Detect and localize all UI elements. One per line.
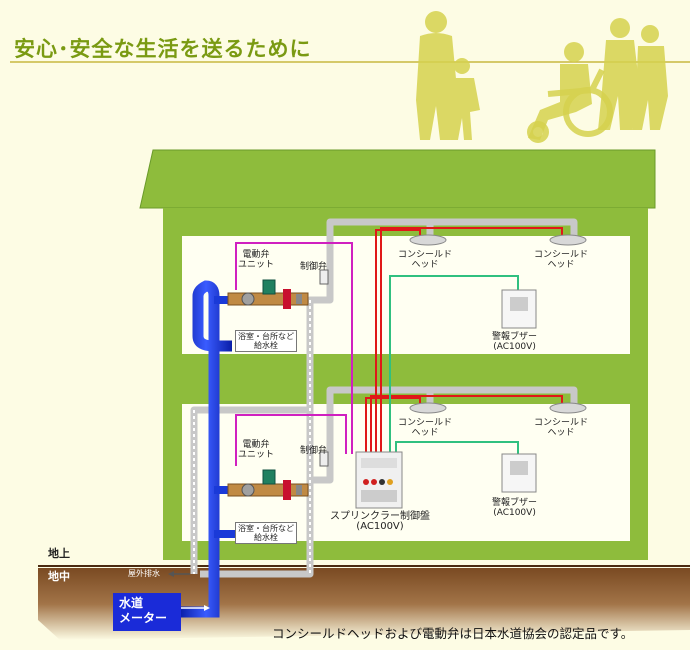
upper-head-right-label: コンシールドヘッド [534, 250, 589, 270]
below-ground-label: 地中 [48, 570, 70, 583]
upper-control-valve-icon [319, 269, 329, 285]
water-supply-pipe [180, 280, 232, 618]
earth-layer [38, 568, 690, 640]
green-wiring [389, 275, 519, 454]
upper-faucet-label: 浴室・台所など給水栓 [235, 330, 297, 352]
above-ground-label: 地上 [48, 547, 70, 560]
certification-note: コンシールドヘッドおよび電動弁は日本水道協会の認定品です。 [272, 626, 634, 641]
drain-pipes [190, 218, 578, 578]
lower-buzzer-label: 警報ブザー(AC100V) [492, 498, 538, 518]
wheelchair-icon [527, 68, 613, 143]
lower-valve-unit-icon [227, 469, 309, 500]
drain-pipes-highlight [193, 300, 311, 574]
magenta-wiring [235, 242, 353, 466]
lower-control-valve-label: 制御弁 [300, 446, 328, 456]
upper-buzzer-icon [501, 289, 537, 329]
lower-faucet-label: 浴室・台所など給水栓 [235, 522, 297, 544]
sprinkler-heads [409, 234, 587, 414]
upper-valve-unit-icon [227, 279, 309, 309]
control-panel-icon [355, 451, 403, 509]
lower-head-left-label: コンシールドヘッド [398, 418, 453, 438]
lower-floor [182, 404, 630, 541]
upper-head-left-label: コンシールドヘッド [398, 250, 453, 270]
house-roof [139, 149, 656, 209]
water-meter: 水道メーター [113, 593, 181, 631]
upper-buzzer-label: 警報ブザー(AC100V) [492, 332, 538, 352]
control-panel-label: スプリンクラー制御盤(AC100V) [330, 511, 430, 532]
red-wiring [365, 227, 563, 454]
lower-buzzer-icon [501, 453, 537, 493]
outdoor-drain-label: 屋外排水 [128, 569, 160, 578]
family-silhouette-icon [416, 11, 668, 140]
upper-valve-unit-label: 電動弁ユニット [238, 250, 275, 270]
lower-head-right-label: コンシールドヘッド [534, 418, 589, 438]
lower-valve-unit-label: 電動弁ユニット [238, 440, 275, 460]
lower-control-valve-icon [319, 451, 329, 467]
upper-control-valve-label: 制御弁 [300, 262, 328, 272]
page-title: 安心･安全な生活を送るために [14, 36, 312, 61]
